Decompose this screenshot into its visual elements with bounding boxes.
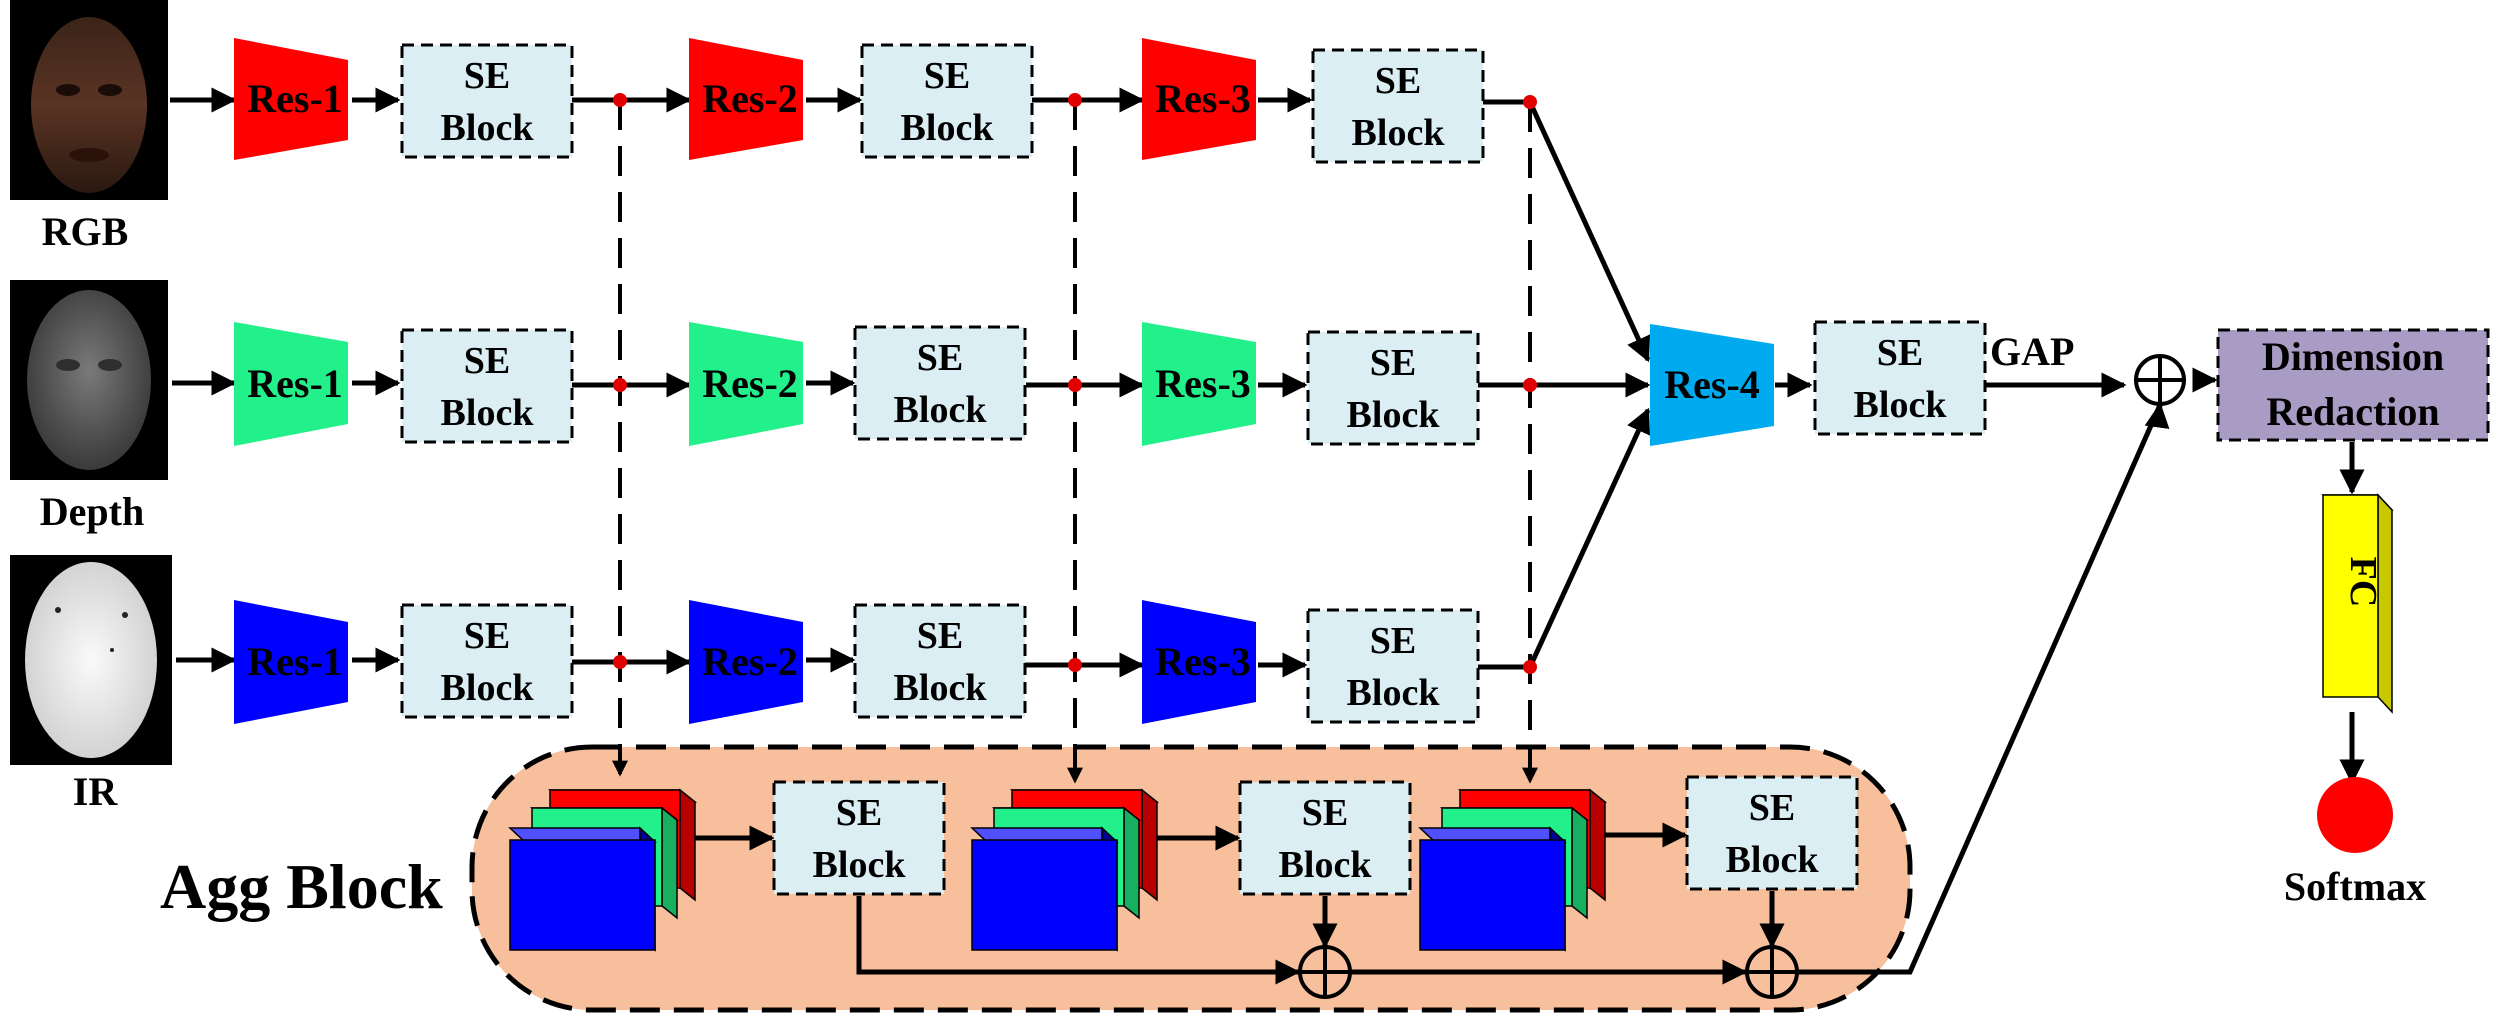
ir-se-block-1 bbox=[400, 603, 574, 719]
ir-se3-line2: Block bbox=[1347, 672, 1441, 714]
rgb-res1-block bbox=[234, 38, 348, 160]
depth-se-block-3 bbox=[1306, 330, 1480, 446]
depth-se1-line2: Block bbox=[441, 392, 535, 434]
ir-res2-block bbox=[689, 600, 803, 724]
ir-se2-line2: Block bbox=[894, 667, 988, 709]
agg-plus-icon-1 bbox=[1298, 945, 1352, 999]
ir-se-block-3 bbox=[1306, 608, 1480, 724]
depth-res2-label: Res-2 bbox=[702, 361, 798, 406]
res4-se-line1: SE bbox=[1877, 332, 1923, 374]
agg-feature-stack-1 bbox=[508, 788, 698, 952]
row-connections bbox=[170, 87, 2365, 785]
rgb-label: RGB bbox=[42, 209, 129, 254]
rgb-se1-line2: Block bbox=[441, 107, 535, 149]
depth-res3-label: Res-3 bbox=[1155, 361, 1251, 406]
res4-se-block bbox=[1813, 320, 1987, 436]
fc-layer bbox=[2321, 493, 2394, 714]
ir-res3-label: Res-3 bbox=[1155, 639, 1251, 684]
depth-res3-block bbox=[1142, 322, 1256, 446]
depth-label: Depth bbox=[40, 489, 144, 534]
depth-se1-line1: SE bbox=[464, 340, 510, 382]
agg-se2-line1: SE bbox=[1302, 792, 1348, 834]
depth-se3-line1: SE bbox=[1370, 342, 1416, 384]
ir-res3-block bbox=[1142, 600, 1256, 724]
ir-se1-line1: SE bbox=[464, 615, 510, 657]
rgb-se2-line1: SE bbox=[924, 55, 970, 97]
agg-to-concat-arrow bbox=[2144, 402, 2170, 429]
rgb-face-image bbox=[10, 0, 168, 200]
depth-res2-block bbox=[689, 322, 803, 446]
rgb-res2-block bbox=[689, 38, 803, 160]
depth-se2-line1: SE bbox=[917, 337, 963, 379]
se-blocks bbox=[400, 43, 1987, 896]
depth-res1-label: Res-1 bbox=[247, 361, 343, 406]
res4-label: Res-4 bbox=[1664, 362, 1760, 407]
agg-plus-icon-2 bbox=[1745, 945, 1799, 999]
res4-block bbox=[1650, 324, 1774, 446]
se-labels: SE Block SE Block SE Block SE Block SE B… bbox=[441, 55, 1948, 886]
ir-res1-label: Res-1 bbox=[247, 639, 343, 684]
agg-se2-line2: Block bbox=[1279, 844, 1373, 886]
res-labels: Res-1 Res-2 Res-3 Res-1 Res-2 Res-3 Res-… bbox=[247, 76, 1760, 684]
rgb-res1-label: Res-1 bbox=[247, 76, 343, 121]
depth-se-block-1 bbox=[400, 328, 574, 444]
ir-face-image bbox=[10, 555, 172, 765]
ir-se-block-2 bbox=[853, 603, 1027, 719]
softmax-node bbox=[2317, 777, 2393, 853]
gap-label: GAP bbox=[1990, 329, 2074, 374]
rgb-se-block-3 bbox=[1311, 48, 1485, 164]
dimension-reduction-line2: Redaction bbox=[2266, 389, 2439, 434]
junction-dots bbox=[613, 93, 1537, 674]
rgb-res3-block bbox=[1142, 38, 1256, 160]
ir-se2-line1: SE bbox=[917, 615, 963, 657]
rgb-se2-line2: Block bbox=[901, 107, 995, 149]
rgb-se3-line2: Block bbox=[1352, 112, 1446, 154]
agg-se-block-3 bbox=[1685, 775, 1859, 891]
rgb-res3-label: Res-3 bbox=[1155, 76, 1251, 121]
agg-connections bbox=[695, 403, 2163, 985]
agg-se3-line2: Block bbox=[1726, 839, 1820, 881]
fc-label: FC bbox=[2342, 557, 2384, 608]
depth-res1-block bbox=[234, 322, 348, 446]
rgb-se-block-2 bbox=[860, 43, 1034, 159]
agg-se1-line1: SE bbox=[836, 792, 882, 834]
agg-se1-line2: Block bbox=[813, 844, 907, 886]
rgb-res2-label: Res-2 bbox=[702, 76, 798, 121]
dimension-reduction-line1: Dimension bbox=[2262, 334, 2444, 379]
agg-feature-stack-3 bbox=[1418, 788, 1608, 952]
depth-se2-line2: Block bbox=[894, 389, 988, 431]
rgb-se3-line1: SE bbox=[1375, 60, 1421, 102]
ir-se1-line2: Block bbox=[441, 667, 535, 709]
depth-se3-line2: Block bbox=[1347, 394, 1441, 436]
depth-face-image bbox=[10, 280, 168, 480]
dimension-reduction-block bbox=[2216, 328, 2490, 442]
agg-se3-line1: SE bbox=[1749, 787, 1795, 829]
rgb-se-block-1 bbox=[400, 43, 574, 159]
rgb-se1-line1: SE bbox=[464, 55, 510, 97]
softmax-label: Softmax bbox=[2284, 864, 2426, 909]
ir-label: IR bbox=[73, 769, 119, 814]
ir-res2-label: Res-2 bbox=[702, 639, 798, 684]
agg-feature-stack-2 bbox=[970, 788, 1160, 952]
agg-block-label: Agg Block bbox=[160, 851, 443, 922]
agg-sum-nodes bbox=[1298, 945, 1799, 999]
ir-res1-block bbox=[234, 600, 348, 724]
concat-plus-icon bbox=[2134, 354, 2186, 406]
res-blocks bbox=[234, 38, 1774, 724]
agg-se-block-1 bbox=[772, 780, 946, 896]
depth-se-block-2 bbox=[853, 325, 1027, 441]
ir-se3-line1: SE bbox=[1370, 620, 1416, 662]
res4-se-line2: Block bbox=[1854, 384, 1948, 426]
agg-se-block-2 bbox=[1238, 780, 1412, 896]
